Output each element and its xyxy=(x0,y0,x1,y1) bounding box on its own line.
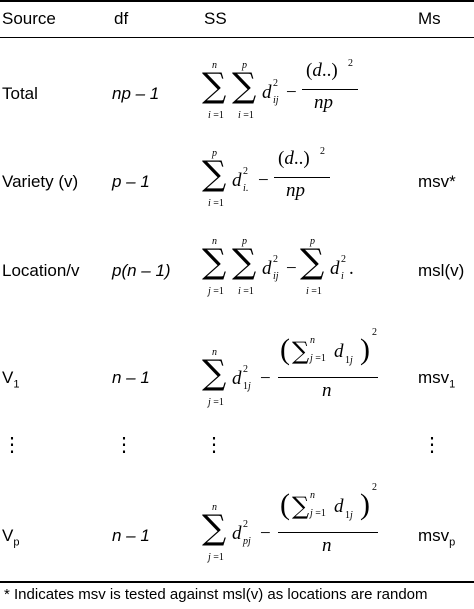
row-variety-ss-formula: p ∑ i =1 d 2 i. − (d..) 2 np xyxy=(202,146,362,216)
header-source: Source xyxy=(2,9,56,28)
row-variety-source: Variety (v) xyxy=(2,172,79,191)
row-location-ms: msl(v) xyxy=(418,261,465,280)
row-v1-source: V1 xyxy=(2,368,20,391)
row-vp-ms: msvp xyxy=(418,526,456,549)
row-ellipsis-source: ⋮ xyxy=(2,434,22,456)
top-rule xyxy=(0,0,474,2)
row-vp-df: n – 1 xyxy=(112,526,150,545)
row-vp-source: Vp xyxy=(2,526,20,549)
row-v1-ms: msv1 xyxy=(418,368,456,391)
row-location-ss-formula: n ∑ j =1 p ∑ i =1 d 2 ij − p ∑ i =1 d 2 … xyxy=(202,236,354,297)
row-total-source: Total xyxy=(2,84,38,103)
row-variety-ms: msv* xyxy=(418,172,456,191)
row-ellipsis-ms: ⋮ xyxy=(422,434,442,456)
row-v1-df: n – 1 xyxy=(112,368,150,387)
header-df: df xyxy=(114,9,129,28)
bottom-rule xyxy=(0,581,474,583)
header-rule xyxy=(0,37,474,38)
footnote: * Indicates msv is tested against msl(v)… xyxy=(4,586,428,603)
row-v1-ss-formula: n ∑ j =1 d 2 1j − ( ∑ n j =1 d 1j ) 2 n xyxy=(202,327,378,408)
row-ellipsis-df: ⋮ xyxy=(114,434,134,456)
row-location-source: Location/v xyxy=(2,261,80,280)
row-location-df: p(n – 1) xyxy=(112,261,171,280)
header-ss: SS xyxy=(204,9,227,28)
row-variety-df: p – 1 xyxy=(112,172,150,191)
row-total-df: np – 1 xyxy=(112,84,160,103)
row-total-ss-formula: n ∑ i =1 p ∑ i =1 d 2 ij − (d..) 2 np xyxy=(202,58,412,128)
header-ms: Ms xyxy=(418,9,441,28)
row-vp-ss-formula: n ∑ j =1 d 2 pj − ( ∑ n j =1 d 1j ) 2 n xyxy=(202,482,378,563)
row-ellipsis-ss: ⋮ xyxy=(204,434,224,456)
